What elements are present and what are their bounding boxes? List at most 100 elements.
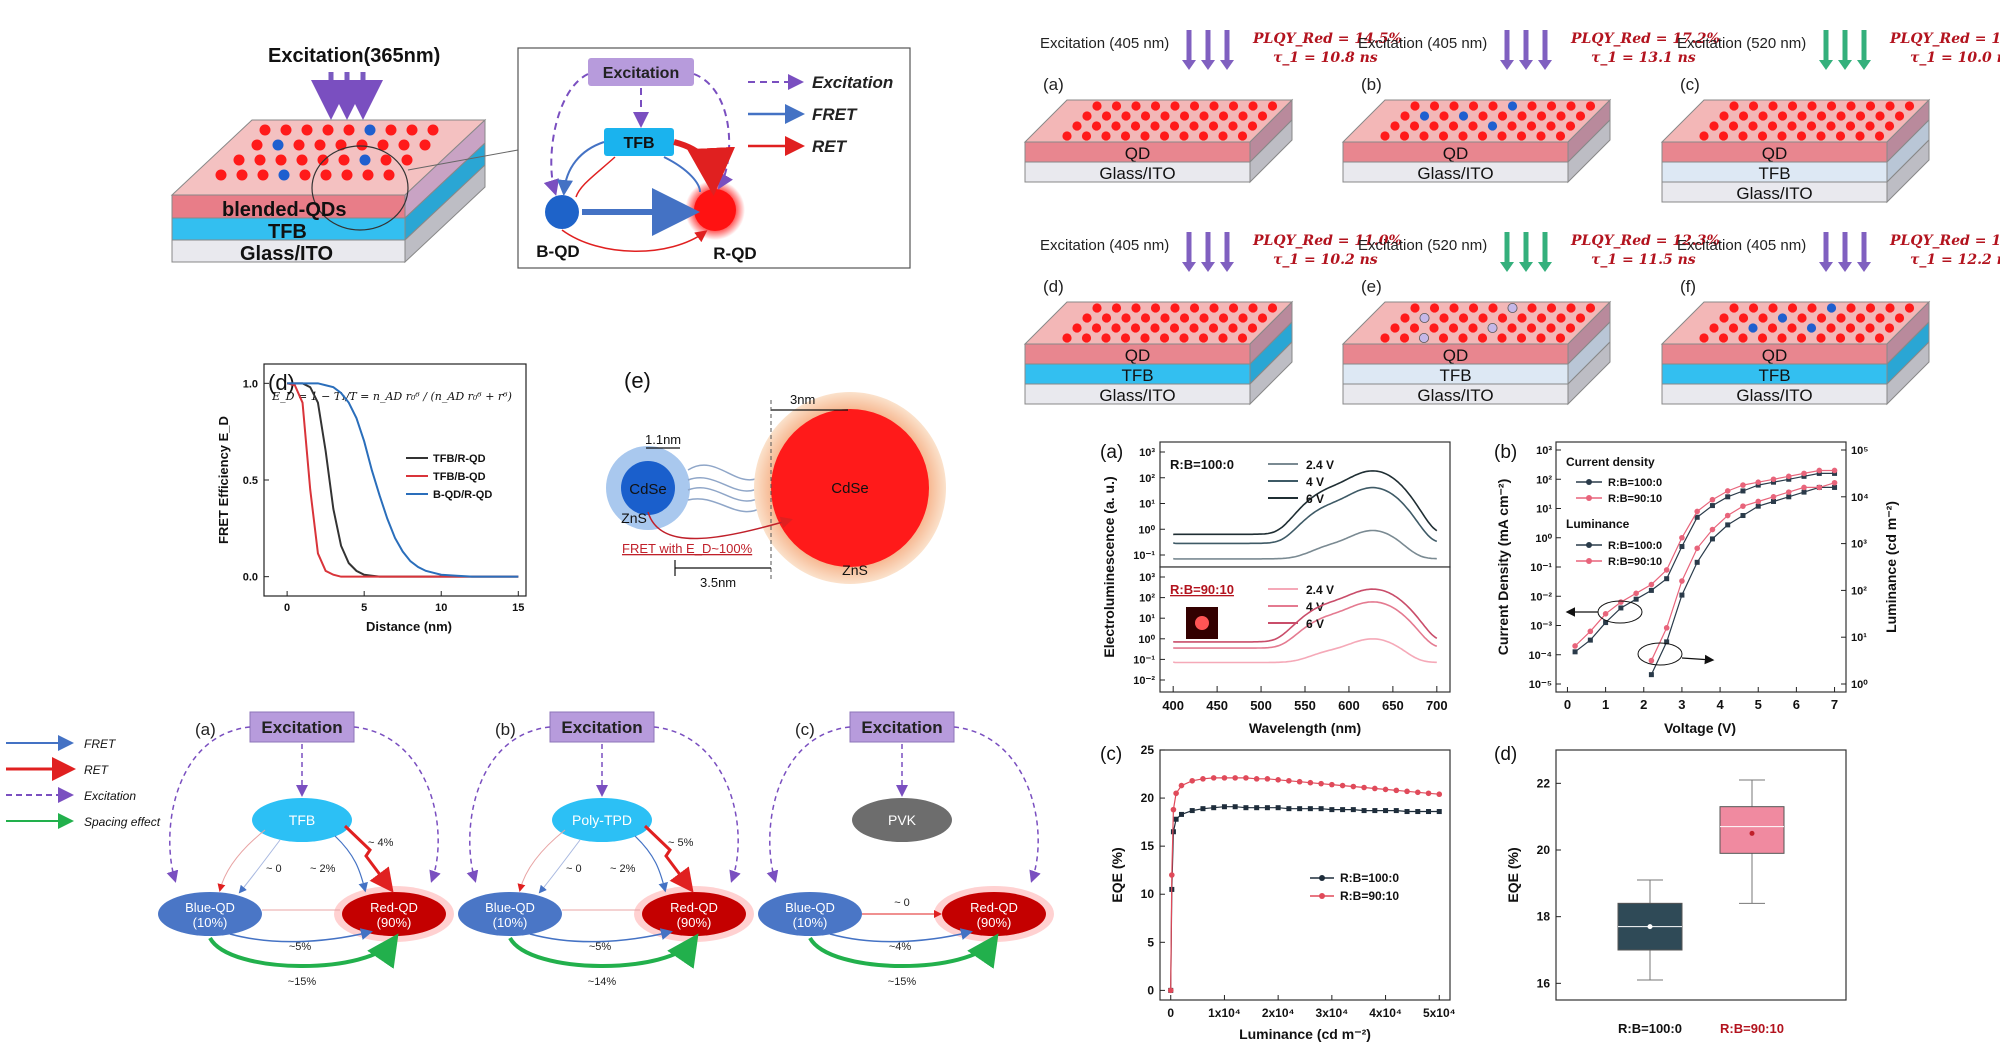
fret-xtick-label: 5 xyxy=(361,602,367,614)
eqe-xtick-label: 1x10⁴ xyxy=(1208,1006,1241,1020)
red-qd-dot xyxy=(322,124,334,136)
scheme-excitation-arrow xyxy=(466,726,551,883)
jvl-ytick-left-label: 10³ xyxy=(1536,445,1552,457)
excitation-arrowhead xyxy=(1838,262,1852,272)
red-qd-dot xyxy=(1267,303,1278,313)
device-tau: τ_1 = 11.5 ns xyxy=(1591,252,1696,268)
red-qd-dot xyxy=(1140,131,1150,141)
red-qd-dot xyxy=(1130,323,1141,333)
device-excitation-label: Excitation (520 nm) xyxy=(1677,35,1806,52)
red-qd-dot xyxy=(1101,333,1111,343)
red-qd-dot xyxy=(1565,323,1576,333)
red-qd-dot xyxy=(1767,121,1778,131)
scheme-excitation-box xyxy=(549,711,655,743)
red-qd-dot xyxy=(1238,111,1248,121)
eqe-ytick-label: 10 xyxy=(1141,887,1155,901)
red-qd-dot xyxy=(1826,121,1836,131)
red-qd-dot xyxy=(419,139,431,151)
red-qd-dot xyxy=(1257,313,1268,323)
device-excitation-label: Excitation (405 nm) xyxy=(1040,237,1169,254)
red-qd-dot xyxy=(1768,101,1778,111)
red-qd-dot xyxy=(1719,111,1729,121)
scheme-blue-qd xyxy=(758,892,862,936)
box-panel-label: (d) xyxy=(1494,744,1517,765)
jvl-ytick-left-label: 10⁻¹ xyxy=(1530,562,1552,574)
red-qd-dot xyxy=(1209,101,1219,111)
fret-xtick-label: 15 xyxy=(512,602,524,614)
red-qd-dot xyxy=(1757,131,1768,141)
eqe-series-line xyxy=(1170,777,1440,991)
red-qd-dot xyxy=(1875,313,1885,323)
device-layer-side xyxy=(1886,340,1930,406)
jvl-ytick-left-label: 10⁻⁴ xyxy=(1529,650,1552,662)
red-qd-dot xyxy=(1120,131,1131,141)
excitation-arrowhead xyxy=(1857,262,1871,272)
red-qd-dot xyxy=(1718,131,1729,141)
red-qd-dot xyxy=(1478,111,1488,121)
blue-qd-dot xyxy=(1777,313,1788,323)
inset-transfer-diagram: Excitation TFB B-QD R-QD Excitation FRET… xyxy=(517,47,911,269)
el-ytick-label: 10¹ xyxy=(1139,499,1155,511)
red-qd-dot xyxy=(1865,121,1875,131)
red-qd-dot xyxy=(1170,303,1180,313)
device-tau: τ_1 = 12.2 ns xyxy=(1910,252,2000,268)
jvl-ytick-right-label: 10⁰ xyxy=(1851,679,1868,691)
red-qd-dot xyxy=(1150,121,1160,131)
red-qd-dot xyxy=(1400,111,1410,121)
excitation-arrowhead xyxy=(1201,60,1215,70)
blue-qd-dot xyxy=(1806,323,1817,333)
device-layer-label: QD xyxy=(1762,144,1788,163)
red-qd-dot xyxy=(1248,303,1258,313)
red-qd-dot xyxy=(1179,333,1189,343)
inset-legend-excitation: Excitation xyxy=(812,73,893,92)
red-qd-dot xyxy=(1179,131,1189,141)
jvl-legend-lum-label: R:B=90:10 xyxy=(1608,556,1662,568)
red-qd-dot xyxy=(1728,121,1739,131)
red-qd-dot xyxy=(1448,323,1459,333)
inset-bqd-label: B-QD xyxy=(536,242,579,261)
scheme-blue-label: Blue-QD xyxy=(185,900,235,915)
scheme-red-label: Red-QD xyxy=(670,900,718,915)
scheme-to-red-ret-label: ~ 4% xyxy=(368,837,394,849)
device-layer-label: QD xyxy=(1443,346,1469,365)
excitation-arrowhead xyxy=(1220,60,1234,70)
red-qd-dot xyxy=(1884,121,1895,131)
scheme-fret-to-red xyxy=(634,835,668,893)
red-qd-dot xyxy=(1448,121,1459,131)
jvl-xtick-label: 1 xyxy=(1602,697,1609,712)
red-qd-dot xyxy=(1092,101,1102,111)
red-qd-dot xyxy=(1380,333,1390,343)
scheme-to-red-fret-label: ~ 2% xyxy=(610,863,636,875)
red-qd-dot xyxy=(1904,101,1915,111)
excitation-365-label: Excitation(365nm) xyxy=(268,45,440,67)
red-qd-dot xyxy=(1081,131,1092,141)
scheme-blue-pct: (10%) xyxy=(493,915,528,930)
el-legend-label: 2.4 V xyxy=(1306,583,1334,597)
red-qd-dot xyxy=(314,139,326,151)
red-qd-dot xyxy=(1468,323,1478,333)
red-qd-dot xyxy=(1865,101,1876,111)
inset-bqd-circle xyxy=(545,195,579,229)
red-qd-dot xyxy=(1121,313,1131,323)
blended-device-figure: Excitation(365nm) blended-QDs TFB Glass/… xyxy=(170,45,519,265)
scheme-legend-excitation: Excitation xyxy=(84,789,136,803)
red-qd-dot xyxy=(1894,111,1905,121)
eqe-ytick-label: 20 xyxy=(1141,791,1155,805)
device-layer-label: TFB xyxy=(1758,366,1790,385)
fret-efficiency-chart: (d) E_D = 1 − T₁/T = n_AD r₀⁶ / (n_AD r₀… xyxy=(216,363,527,634)
scheme-red-qd xyxy=(642,892,746,936)
excitation-arrows xyxy=(311,72,383,120)
scheme-spacing-label: ~15% xyxy=(888,976,917,988)
red-qd-dot xyxy=(1111,303,1122,313)
device-excitation-label: Excitation (520 nm) xyxy=(1358,237,1487,254)
fret-xtick-label: 10 xyxy=(435,602,447,614)
red-qd-dot xyxy=(1855,333,1865,343)
red-qd-dot xyxy=(1488,101,1498,111)
el-legend-label: 4 V xyxy=(1306,475,1324,489)
red-qd-dot xyxy=(1218,131,1228,141)
device-layer-label: QD xyxy=(1125,346,1151,365)
jvl-series-line xyxy=(1574,469,1835,647)
red-qd-dot xyxy=(299,169,311,181)
